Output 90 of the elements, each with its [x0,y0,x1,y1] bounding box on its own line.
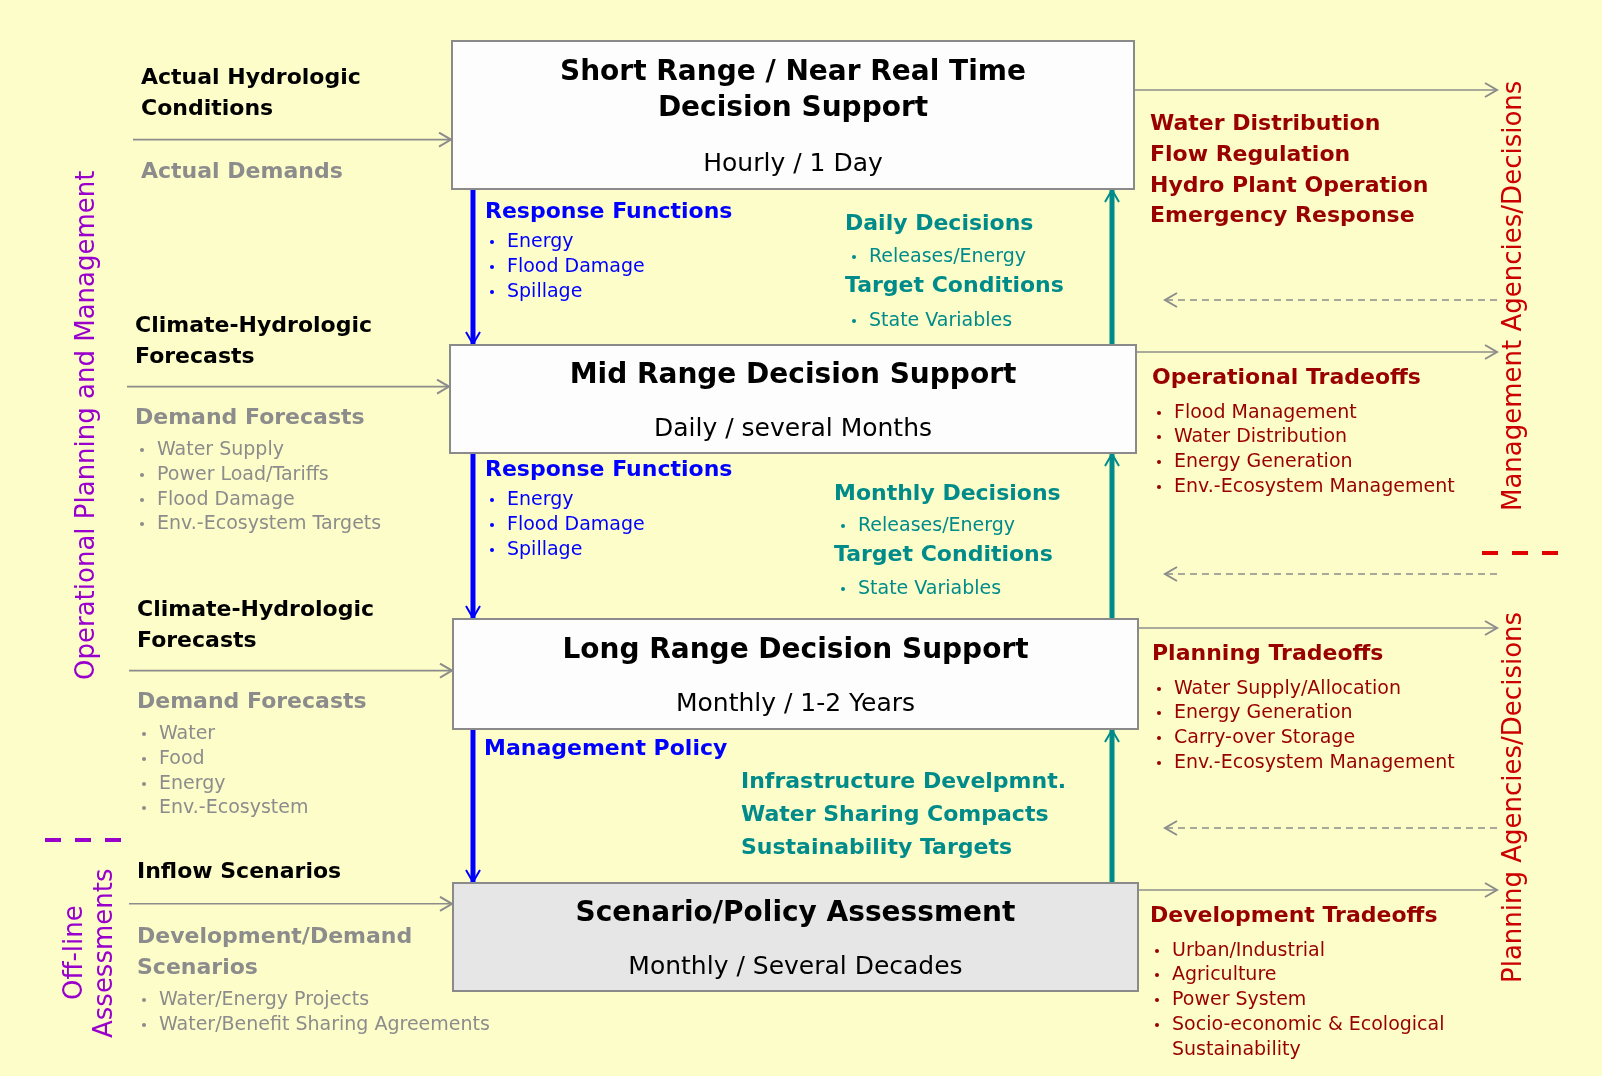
box-subtitle: Monthly / 1-2 Years [675,688,916,718]
bullet-item: Flood Management [1152,398,1482,424]
heading: Hydro Plant Operation [1150,170,1430,199]
heading: Water Distribution [1150,109,1382,137]
heading: Daily Decisions [845,210,1034,235]
heading: Water Sharing Compacts [741,801,1049,826]
arrow [132,131,452,148]
bullet-item: Env.-Ecosystem Targets [135,510,435,536]
arrow [465,730,481,883]
bullet-item: Flood Damage [135,485,435,511]
heading: Infrastructure Develpmnt. [741,768,1067,793]
side-label: Management Agencies/Decisions [1497,58,1527,533]
bullet-item: Flood Damage [485,511,645,536]
box-title: Long Range Decision Support [562,630,1029,667]
bullet-item: Env.-Ecosystem [137,794,437,820]
bullet-item: Urban/Industrial [1150,936,1480,962]
bullet-item: Spillage [485,536,583,561]
side-label: Planning Agencies/Decisions [1497,590,1527,1005]
arrow [1138,620,1498,636]
heading: Response Functions [485,456,733,481]
bullet-item: Water/Energy Projects [137,986,490,1012]
box-subtitle: Hourly / 1 Day [703,147,883,177]
box-title: Short Range / Near Real Time Decision Support [559,53,1027,126]
heading: Actual Demands [141,156,344,185]
arrow [1164,292,1498,308]
arrow [465,190,481,345]
heading: Emergency Response [1150,201,1416,230]
box-subtitle: Monthly / Several Decades [628,950,963,980]
bullet-item: State Variables [847,307,1013,332]
heading: Planning Tradeoffs [1152,639,1385,667]
heading: Inflow Scenarios [137,857,343,885]
heading: Target Conditions [845,272,1064,297]
bullet-item: Water Supply/Allocation [1152,674,1482,700]
bullet-item: Water [137,720,437,746]
bullet-item: Socio-economic & Ecological Sustainability [1150,1010,1480,1061]
bullet-item: Releases/Energy [847,243,1027,268]
arrow [128,895,453,912]
decision-box [452,618,1139,730]
heading: Demand Forecasts [135,402,366,431]
heading: Climate-Hydrologic Forecasts [135,311,373,370]
heading: Operational Tradeoffs [1152,363,1422,391]
heading: Management Policy [484,735,728,760]
side-label: Off-line Assessments [58,867,118,1040]
bullet-item: Food [137,745,437,770]
bullet-item: Agriculture [1150,961,1480,987]
heading: Monthly Decisions [834,480,1061,505]
arrow [1138,882,1498,898]
bullet-item: Power Load/Tariffs [135,461,435,486]
heading: Actual Hydrologic Conditions [141,63,362,122]
box-title: Mid Range Decision Support [569,356,1017,393]
bullet-item: Energy Generation [1152,448,1482,473]
arrow [465,454,481,619]
heading: Development Tradeoffs [1150,901,1439,929]
decision-box [452,882,1139,992]
bullet-item: Energy [485,228,574,253]
bullet-item: Releases/Energy [836,512,1016,537]
arrow [128,662,453,679]
heading: Flow Regulation [1150,139,1352,168]
heading: Target Conditions [834,541,1053,566]
arrow [126,378,450,395]
bullet-item: Energy [485,486,574,511]
box-subtitle: Daily / several Months [654,412,932,442]
bullet-item: Energy [137,769,437,795]
bullet-item: Power System [1150,986,1480,1011]
heading: Response Functions [485,198,733,223]
heading: Sustainability Targets [741,834,1013,859]
bullet-item: Carry-over Storage [1152,724,1482,749]
decision-box [449,344,1137,454]
arrow [1136,344,1498,360]
arrow [1164,820,1498,836]
bullet-item: Energy Generation [1152,699,1482,725]
bullet-item: Env.-Ecosystem Management [1152,748,1482,774]
bullet-item: Water Distribution [1152,423,1482,449]
heading: Development/Demand Scenarios [137,921,414,981]
bullet-item: Water Supply [135,436,435,462]
arrow [1134,82,1498,98]
decision-box [451,40,1135,190]
bullet-item: Flood Damage [485,253,645,278]
arrow [1104,189,1120,344]
box-title: Scenario/Policy Assessment [575,894,1016,931]
side-label: Operational Planning and Management [70,169,100,682]
bullet-item: Env.-Ecosystem Management [1152,472,1482,498]
bullet-item: Water/Benefit Sharing Agreements [137,1011,490,1036]
arrow [1104,453,1120,618]
bullet-item: State Variables [836,575,1002,600]
heading: Demand Forecasts [137,686,368,715]
arrow [1164,566,1498,582]
heading: Climate-Hydrologic Forecasts [137,595,375,654]
arrow [1104,729,1120,882]
bullet-item: Spillage [485,278,583,303]
